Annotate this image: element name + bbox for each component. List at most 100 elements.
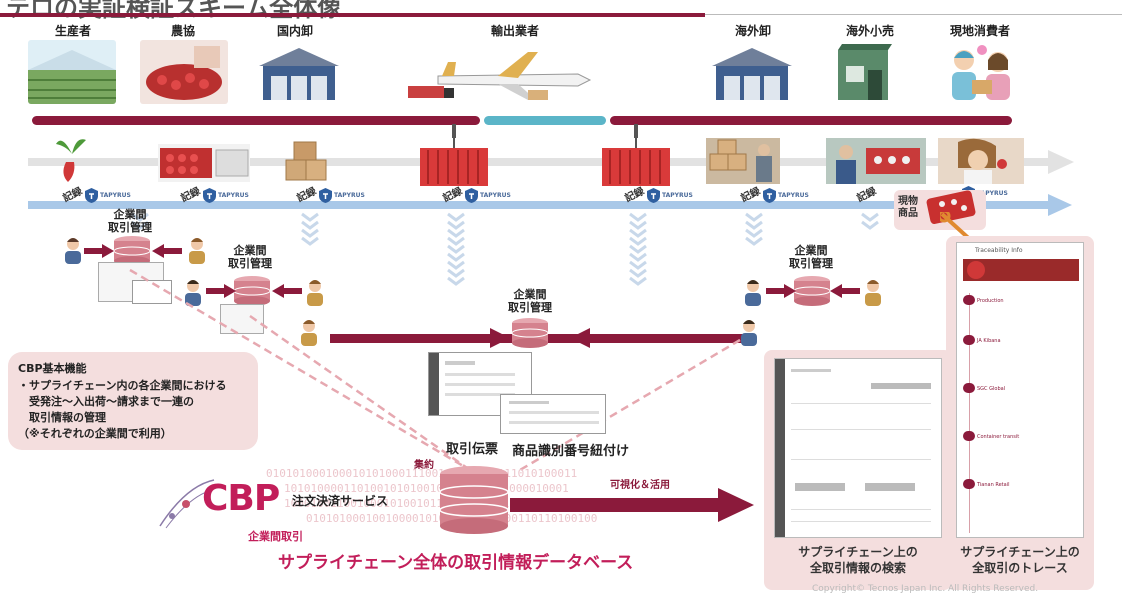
stage-consumer: 現地消費者 [949, 24, 1010, 38]
tapyrus-shield-icon [203, 187, 216, 203]
header-rule-thin [705, 14, 1122, 15]
page-title: テロの実証検証スキーム全体像 [6, 0, 342, 22]
cbp-logo-mark: CBP [202, 478, 280, 519]
product-flow-arrow [28, 150, 1074, 174]
stage-producer: 生産者 [54, 24, 91, 38]
container-left-icon [420, 138, 488, 186]
overseas-warehouse-image [708, 40, 796, 104]
trace-caption-line1: サプライチェーン上の [960, 545, 1080, 559]
store-shopper-image [826, 138, 926, 184]
mgmt-label-1: 企業間取引管理 [98, 208, 162, 234]
greenhouse-image [28, 40, 116, 104]
cbp-logo-swoosh [159, 479, 215, 529]
tapyrus-brand: TAPYRUS [218, 191, 249, 199]
search-screenshot [774, 358, 942, 538]
cbp-info-title: CBP基本機能 [18, 362, 87, 375]
cbp-info-line-4: （※それぞれの企業間で利用） [18, 427, 172, 440]
record-label: 記録 [623, 186, 647, 205]
arrow-left-icon [272, 284, 302, 298]
retail-store-image [832, 40, 898, 104]
binary-line: 0101010001000101010001110010011100111101… [266, 467, 578, 480]
arrow-left-icon [830, 284, 860, 298]
mgmt-line1: 企業間 [794, 244, 828, 257]
person-icon [307, 280, 323, 306]
cardboard-boxes-icon [285, 141, 327, 181]
mgmt-line2: 取引管理 [789, 257, 833, 270]
trace-item-4: Container transit [977, 434, 1020, 440]
record-label: 記録 [61, 186, 85, 205]
person-icon [741, 320, 757, 346]
crane-hook-left [452, 124, 456, 138]
cbp-info-line-3: 取引情報の管理 [18, 411, 106, 424]
crane-hook-right [634, 124, 638, 138]
consumer-image [940, 40, 1022, 104]
strawberry-plant-icon [56, 139, 86, 182]
trace-header: Traceability Info [975, 247, 1023, 254]
visualize-arrow [510, 488, 754, 522]
product-id-screenshot [500, 394, 606, 434]
trace-item-2: JA Kibana [977, 338, 1001, 344]
tapyrus-shield-icon [319, 187, 332, 203]
tapyrus-shield-icon [465, 187, 478, 203]
down-chevrons [745, 212, 763, 246]
mgmt-line2: 取引管理 [508, 301, 552, 314]
strawberry-tray-image [158, 144, 250, 182]
slip-label: 取引伝票 [446, 442, 499, 457]
product-id-label: 商品識別番号紐付け [512, 444, 630, 459]
mgmt-line2: 取引管理 [108, 221, 152, 234]
domestic-band [32, 116, 480, 125]
tapyrus-shield-icon [85, 187, 98, 203]
physical-product-line2: 商品 [898, 208, 918, 219]
stage-overseas-wholesaler: 海外卸 [734, 24, 771, 38]
search-caption-line2: 全取引情報の検索 [809, 561, 906, 575]
down-chevrons [301, 212, 319, 246]
down-chevrons [131, 212, 149, 230]
mgmt-line1: 企業間 [513, 288, 547, 301]
arrow-right-icon [766, 284, 796, 298]
tapyrus-brand: TAPYRUS [100, 191, 131, 199]
aggregate-label: 集約 [414, 460, 434, 471]
search-caption-line1: サプライチェーン上の [798, 545, 918, 559]
tapyrus-brand: TAPYRUS [977, 190, 1008, 197]
database-caption: サプライチェーン全体の取引情報データベース [278, 553, 634, 573]
cbp-logo-sub: 企業間取引 [248, 530, 303, 543]
trace-item-1: Production [977, 298, 1004, 304]
record-flow-arrow [28, 194, 1072, 216]
record-label: 記録 [179, 186, 203, 205]
down-chevrons [629, 212, 647, 286]
mgmt-label-3: 企業間取引管理 [494, 288, 566, 314]
person-icon [301, 320, 317, 346]
cbp-logo-service: 注文決済サービス [292, 494, 389, 508]
tapyrus-brand: TAPYRUS [480, 191, 511, 199]
central-database-icon [439, 466, 509, 534]
overseas-band [610, 116, 1012, 125]
person-icon [189, 238, 205, 264]
record-tag-1: 記録 TAPYRUS [61, 186, 131, 204]
strawberry-packing-image [140, 40, 228, 104]
tapyrus-shield-icon [647, 187, 660, 203]
cbp-info-line-2: 受発注～入出荷～請求まで一連の [18, 395, 194, 408]
record-label: 記録 [441, 186, 465, 205]
db-icon-4 [793, 276, 831, 306]
cbp-info-line-1: ・サプライチェーン内の各企業間における [18, 379, 227, 392]
person-icon [865, 280, 881, 306]
export-band [484, 116, 606, 125]
db-icon-2 [233, 276, 271, 306]
strawberry-pack-icon [926, 190, 976, 224]
person-icon [745, 280, 761, 306]
stage-exporter: 輸出業者 [490, 24, 539, 38]
record-tag-4: 記録 TAPYRUS [441, 186, 511, 204]
physical-product-label: 現物 商品 [898, 196, 918, 220]
container-right-icon [602, 138, 670, 186]
warehouse-worker-image [706, 138, 780, 184]
mgmt-line2: 取引管理 [228, 257, 272, 270]
airplane-truck-image [408, 40, 598, 104]
tapyrus-brand: TAPYRUS [334, 191, 365, 199]
arrow-right-icon [206, 284, 236, 298]
trace-item-5: Tianan Retail [977, 482, 1010, 488]
search-caption: サプライチェーン上の 全取引情報の検索 [772, 544, 944, 576]
arrow-right-icon [84, 244, 114, 258]
